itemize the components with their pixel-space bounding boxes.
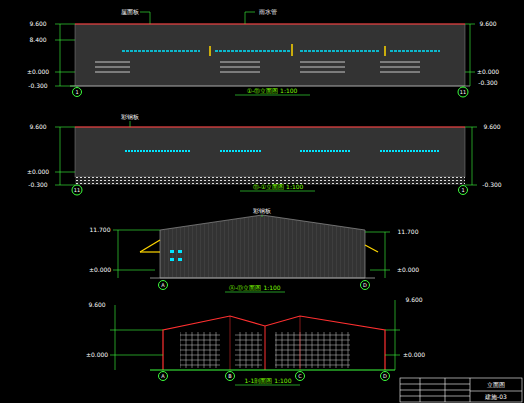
dimension-text: ±0.000 — [26, 169, 50, 175]
axis-bubble: 1 — [72, 87, 82, 97]
axis-number: D — [363, 283, 367, 288]
axis-bubble: A — [158, 371, 168, 381]
dimension-text: -0.300 — [481, 182, 502, 188]
dimension-text: 9.600 — [482, 124, 501, 130]
dimension-text: 建施-03 — [484, 394, 508, 400]
dimension-text: ±0.000 — [26, 69, 50, 75]
axis-number: 11 — [74, 188, 80, 193]
axis-bubble: A — [158, 280, 168, 290]
axis-bubble: 1 — [458, 185, 468, 195]
dimension-text: ±0.000 — [396, 267, 420, 273]
dimension-text: 立面图 — [486, 382, 506, 388]
dimension-text: 9.600 — [28, 124, 47, 130]
axis-number: B — [228, 374, 231, 379]
axis-number: 1 — [75, 90, 78, 95]
dimension-text: 9.600 — [478, 21, 497, 27]
axis-number: A — [161, 374, 164, 379]
axis-number: D — [383, 374, 387, 379]
dimension-text: 雨水管 — [258, 9, 278, 15]
dimension-text: 9.600 — [404, 297, 423, 303]
axis-number: 11 — [460, 90, 466, 95]
dimension-text: 9.600 — [28, 21, 47, 27]
axis-number: A — [161, 283, 164, 288]
axis-number: 1 — [461, 188, 464, 193]
view-title: ⑪-①立面图 1:100 — [252, 184, 305, 190]
dimension-text: -0.300 — [27, 182, 48, 188]
dimension-text: 屋面板 — [120, 9, 140, 15]
dimension-text: 11.700 — [397, 229, 420, 235]
dimension-text: ±0.000 — [476, 69, 500, 75]
dimension-text: -0.300 — [27, 83, 48, 89]
axis-bubble: C — [295, 371, 305, 381]
axis-bubble: 11 — [72, 185, 83, 196]
dimension-text: 9.600 — [87, 302, 106, 308]
view-title: 1-1剖面图 1:100 — [244, 378, 293, 384]
axis-bubble: B — [225, 371, 235, 381]
dimension-text: ±0.000 — [88, 267, 112, 273]
dimension-text: ±0.000 — [85, 352, 109, 358]
dimension-text: 11.700 — [89, 227, 112, 233]
view-title: ①-⑪立面图 1:100 — [246, 88, 299, 94]
dimension-text: ±0.000 — [402, 352, 426, 358]
axis-bubble: D — [380, 371, 390, 381]
dimension-text: 彩钢板 — [252, 208, 272, 214]
axis-number: C — [298, 374, 302, 379]
dimension-text: 彩钢板 — [120, 114, 140, 120]
dimension-text: 8.400 — [28, 37, 47, 43]
axis-bubble: 11 — [458, 87, 469, 98]
view-title: Ⓐ-Ⓓ立面图 1:100 — [228, 285, 281, 291]
dimension-text: -0.300 — [477, 80, 498, 86]
axis-bubble: D — [360, 280, 370, 290]
